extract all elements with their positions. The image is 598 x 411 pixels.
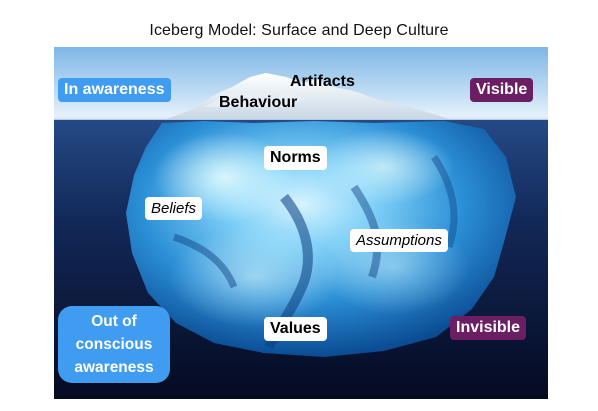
conscious-line: conscious — [75, 336, 153, 353]
iceberg-artwork — [54, 47, 548, 399]
artifacts-label: Artifacts — [290, 73, 355, 90]
in-awareness-label: In awareness — [58, 78, 171, 102]
iceberg-tip — [166, 73, 449, 119]
behaviour-label: Behaviour — [219, 94, 298, 111]
out-of-line: Out of — [91, 313, 137, 330]
values-label: Values — [264, 317, 327, 341]
diagram-title: Iceberg Model: Surface and Deep Culture — [149, 22, 449, 39]
invisible-label: Invisible — [450, 316, 527, 340]
awareness-line: awareness — [74, 359, 154, 376]
out-of-conscious-awareness-label: Out of conscious awareness — [58, 306, 170, 383]
assumptions-label: Assumptions — [350, 229, 448, 252]
iceberg-illustration — [54, 47, 548, 399]
norms-label: Norms — [264, 146, 327, 170]
visible-label: Visible — [470, 78, 534, 102]
beliefs-label: Beliefs — [145, 197, 203, 220]
